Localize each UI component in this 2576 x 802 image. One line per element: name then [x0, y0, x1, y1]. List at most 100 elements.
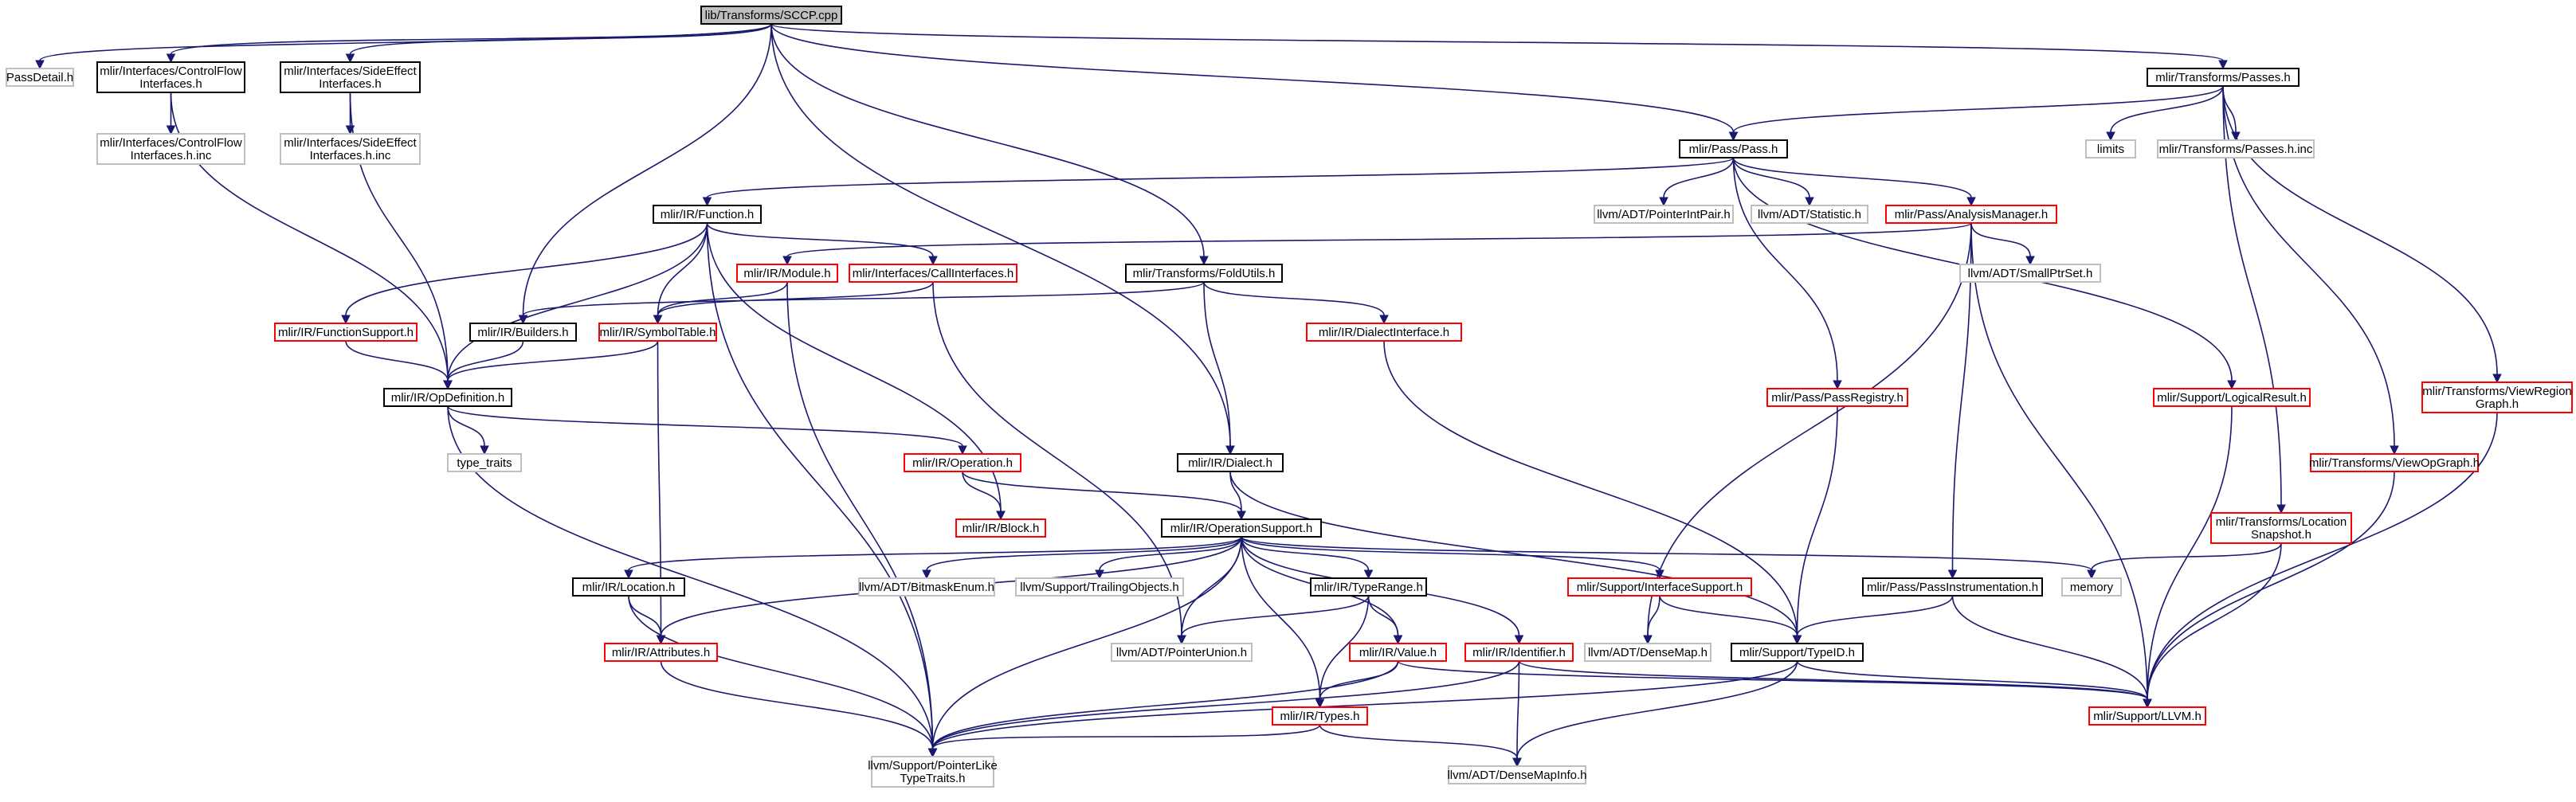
node-typetraits[interactable]: type_traits: [447, 453, 522, 472]
node-logical[interactable]: mlir/Support/LogicalResult.h: [2153, 388, 2311, 407]
edge-locsnap-to-llvmh: [2147, 542, 2282, 700]
node-label: TypeTraits.h: [900, 772, 966, 785]
node-ptrunion[interactable]: llvm/ADT/PointerUnion.h: [1111, 643, 1253, 662]
edge-operation-to-block: [962, 471, 1002, 512]
arrowhead-icon: [2106, 131, 2115, 142]
node-module[interactable]: mlir/IR/Module.h: [736, 264, 838, 283]
node-label: mlir/Transforms/FoldUtils.h: [1133, 267, 1276, 280]
node-trailing[interactable]: llvm/Support/TrailingObjects.h: [1015, 577, 1184, 597]
node-box: [2210, 512, 2352, 544]
node-label: PassDetail.h: [6, 71, 73, 84]
node-densemap[interactable]: llvm/ADT/DenseMap.h: [1584, 643, 1711, 662]
node-symtab[interactable]: mlir/IR/SymbolTable.h: [598, 323, 717, 342]
node-label: mlir/IR/OperationSupport.h: [1170, 522, 1312, 535]
node-llvmh[interactable]: mlir/Support/LLVM.h: [2088, 706, 2206, 726]
node-ifsupport[interactable]: mlir/Support/InterfaceSupport.h: [1567, 577, 1752, 597]
node-label: llvm/Support/PointerLike: [868, 759, 998, 773]
node-ptrintpair[interactable]: llvm/ADT/PointerIntPair.h: [1594, 205, 1734, 224]
node-label: mlir/Support/InterfaceSupport.h: [1577, 581, 1743, 594]
arrowhead-icon: [345, 53, 355, 64]
node-box: [2157, 139, 2315, 158]
node-pass[interactable]: mlir/Pass/Pass.h: [1679, 139, 1788, 158]
node-dialect[interactable]: mlir/IR/Dialect.h: [1177, 453, 1284, 472]
node-function[interactable]: mlir/IR/Function.h: [653, 205, 762, 224]
node-seiinc[interactable]: mlir/Interfaces/SideEffectInterfaces.h.i…: [280, 133, 421, 165]
node-types[interactable]: mlir/IR/Types.h: [1272, 706, 1368, 726]
node-bitmask[interactable]: llvm/ADT/BitmaskEnum.h: [858, 577, 995, 597]
node-box: [2310, 453, 2479, 472]
node-box: [572, 577, 685, 597]
node-box: [96, 61, 245, 93]
node-box: [2085, 139, 2136, 158]
node-analysis[interactable]: mlir/Pass/AnalysisManager.h: [1885, 205, 2057, 224]
arrowhead-icon: [653, 315, 663, 325]
node-typeid[interactable]: mlir/Support/TypeID.h: [1731, 643, 1864, 662]
node-box: [1177, 453, 1284, 472]
arrowhead-icon: [782, 256, 792, 266]
node-opdef[interactable]: mlir/IR/OpDefinition.h: [383, 388, 512, 407]
node-builders[interactable]: mlir/IR/Builders.h: [469, 323, 577, 342]
edge-pass-to-statistic: [1732, 157, 1810, 198]
arrowhead-icon: [624, 569, 633, 580]
node-attributes[interactable]: mlir/IR/Attributes.h: [604, 643, 718, 662]
node-opsupport[interactable]: mlir/IR/OperationSupport.h: [1161, 518, 1322, 538]
node-densemapinfo[interactable]: llvm/ADT/DenseMapInfo.h: [1447, 765, 1587, 784]
node-label: mlir/Transforms/Passes.h.inc: [2159, 143, 2313, 156]
node-memory[interactable]: memory: [2061, 577, 2122, 597]
node-smallptrset[interactable]: llvm/ADT/SmallPtrSet.h: [1959, 264, 2101, 283]
node-block[interactable]: mlir/IR/Block.h: [955, 518, 1046, 538]
node-passesinc[interactable]: mlir/Transforms/Passes.h.inc: [2157, 139, 2315, 158]
arrowhead-icon: [1966, 197, 1976, 207]
node-callif[interactable]: mlir/Interfaces/CallInterfaces.h: [849, 264, 1017, 283]
node-box: [1464, 643, 1574, 662]
node-dialectif[interactable]: mlir/IR/DialectInterface.h: [1306, 323, 1462, 342]
node-label: mlir/Transforms/ViewRegion: [2422, 385, 2572, 398]
node-location[interactable]: mlir/IR/Location.h: [572, 577, 685, 597]
node-sccp[interactable]: lib/Transforms/SCCP.cpp: [700, 6, 842, 25]
node-statistic[interactable]: llvm/ADT/Statistic.h: [1751, 205, 1868, 224]
edge-location-to-ptrlike: [628, 595, 934, 749]
node-box: [736, 264, 838, 283]
node-passes[interactable]: mlir/Transforms/Passes.h: [2147, 68, 2300, 87]
node-funcsupport[interactable]: mlir/IR/FunctionSupport.h: [274, 323, 418, 342]
node-label: llvm/Support/TrailingObjects.h: [1020, 581, 1179, 594]
node-passinstr[interactable]: mlir/Pass/PassInstrumentation.h: [1862, 577, 2043, 597]
edge-sccp-to-dialect: [770, 23, 1231, 447]
node-cfiinc[interactable]: mlir/Interfaces/ControlFlowInterfaces.h.…: [96, 133, 245, 165]
node-label: mlir/Support/LLVM.h: [2093, 710, 2202, 723]
arrowhead-icon: [166, 53, 176, 64]
edge-identifier-to-densemapinfo: [1516, 660, 1520, 759]
node-identifier[interactable]: mlir/IR/Identifier.h: [1464, 643, 1574, 662]
edge-identifier-to-llvmh: [1518, 660, 2148, 700]
node-label: llvm/ADT/PointerUnion.h: [1116, 646, 1247, 659]
edge-opsupport-to-types: [1241, 536, 1321, 700]
arrowhead-icon: [1792, 635, 1802, 645]
arrowhead-icon: [1363, 569, 1374, 580]
node-limits[interactable]: limits: [2085, 139, 2136, 158]
node-foldutils[interactable]: mlir/Transforms/FoldUtils.h: [1125, 264, 1283, 283]
arrowhead-icon: [1237, 511, 1246, 521]
edge-opsupport-to-ifsupport: [1241, 536, 1660, 571]
node-viewopgraph[interactable]: mlir/Transforms/ViewOpGraph.h: [2309, 453, 2480, 472]
node-box: [598, 323, 717, 342]
node-label: mlir/IR/Dialect.h: [1188, 456, 1272, 470]
node-label: mlir/IR/SymbolTable.h: [600, 326, 716, 339]
node-label: mlir/Transforms/Location: [2216, 515, 2347, 529]
node-passdetail[interactable]: PassDetail.h: [6, 68, 74, 87]
edge-opsupport-to-trailing: [1099, 536, 1242, 571]
node-operation[interactable]: mlir/IR/Operation.h: [904, 453, 1021, 472]
edge-passes-to-viewregion: [2222, 85, 2498, 375]
node-label: mlir/Transforms/ViewOpGraph.h: [2309, 456, 2480, 470]
node-passreg[interactable]: mlir/Pass/PassRegistry.h: [1766, 388, 1908, 407]
node-label: mlir/IR/Function.h: [661, 208, 755, 221]
edge-identifier-to-ptrlike: [931, 660, 1520, 749]
arrowhead-icon: [1315, 698, 1325, 709]
node-value[interactable]: mlir/IR/Value.h: [1349, 643, 1447, 662]
node-box: [2061, 577, 2122, 597]
node-typerange[interactable]: mlir/IR/TypeRange.h: [1310, 577, 1427, 597]
